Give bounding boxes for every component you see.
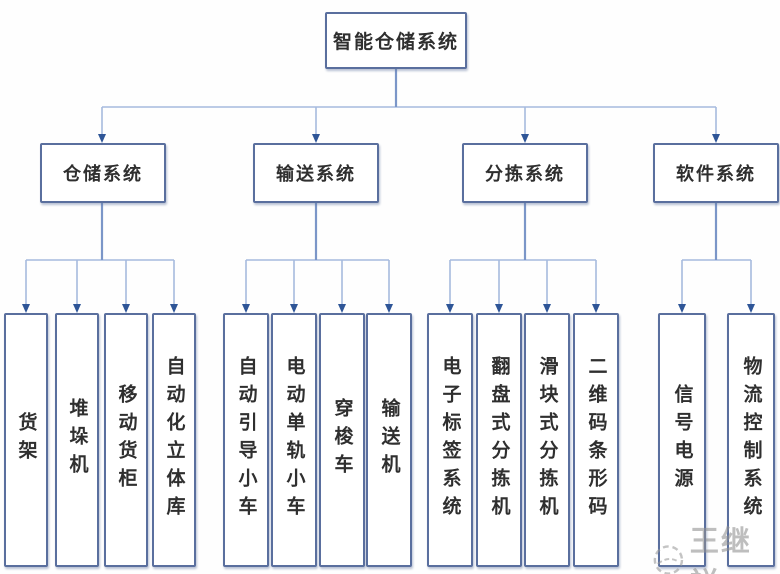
node-software-system: 软件系统	[653, 143, 779, 203]
node-label: 自动化立体库	[163, 356, 186, 524]
watermark: 王继祥	[650, 518, 780, 574]
node-label: 穿梭车	[331, 398, 354, 482]
node-label: 货架	[15, 412, 38, 468]
node-sorting-system: 分拣系统	[462, 143, 588, 203]
node-conveying-system: 输送系统	[253, 143, 379, 203]
arrowhead-icons	[22, 134, 755, 313]
node-electronic-tag-system: 电子标签系统	[427, 313, 473, 567]
node-label: 分拣系统	[485, 164, 565, 185]
node-agv: 自动引导小车	[223, 313, 269, 567]
node-shelf-rack: 货架	[4, 313, 48, 567]
node-intelligent-warehouse-system: 智能仓储系统	[325, 12, 467, 69]
node-label: 电动单轨小车	[283, 356, 306, 524]
node-automated-high-bay-warehouse: 自动化立体库	[152, 313, 196, 567]
node-shuttle-car: 穿梭车	[319, 313, 365, 567]
node-label: 软件系统	[676, 164, 756, 185]
watermark-logo-icon	[653, 545, 684, 574]
node-label: 堆垛机	[66, 398, 89, 482]
node-label: 智能仓储系统	[332, 31, 459, 53]
node-electric-monorail-cart: 电动单轨小车	[271, 313, 317, 567]
node-tilt-tray-sorter: 翻盘式分拣机	[476, 313, 522, 567]
node-label: 物流控制系统	[740, 356, 763, 524]
node-conveyor: 输送机	[366, 313, 412, 567]
node-stacker-crane: 堆垛机	[55, 313, 99, 567]
node-label: 信号电源	[671, 384, 694, 496]
node-signal-power: 信号电源	[658, 313, 706, 567]
node-label: 翻盘式分拣机	[488, 356, 511, 524]
node-qr-barcode: 二维码条形码	[573, 313, 619, 567]
node-label: 输送系统	[276, 164, 356, 185]
node-mobile-rack: 移动货柜	[104, 313, 148, 567]
node-label: 自动引导小车	[235, 356, 258, 524]
node-label: 电子标签系统	[439, 356, 462, 524]
node-label: 移动货柜	[115, 384, 138, 496]
node-logistics-control-system: 物流控制系统	[727, 313, 775, 567]
watermark-text: 王继祥	[689, 524, 752, 574]
node-label: 输送机	[378, 398, 401, 482]
node-label: 滑块式分拣机	[536, 356, 559, 524]
node-label: 仓储系统	[63, 164, 143, 185]
node-storage-system: 仓储系统	[40, 143, 166, 203]
node-label: 二维码条形码	[585, 356, 608, 524]
node-slide-shoe-sorter: 滑块式分拣机	[524, 313, 570, 567]
